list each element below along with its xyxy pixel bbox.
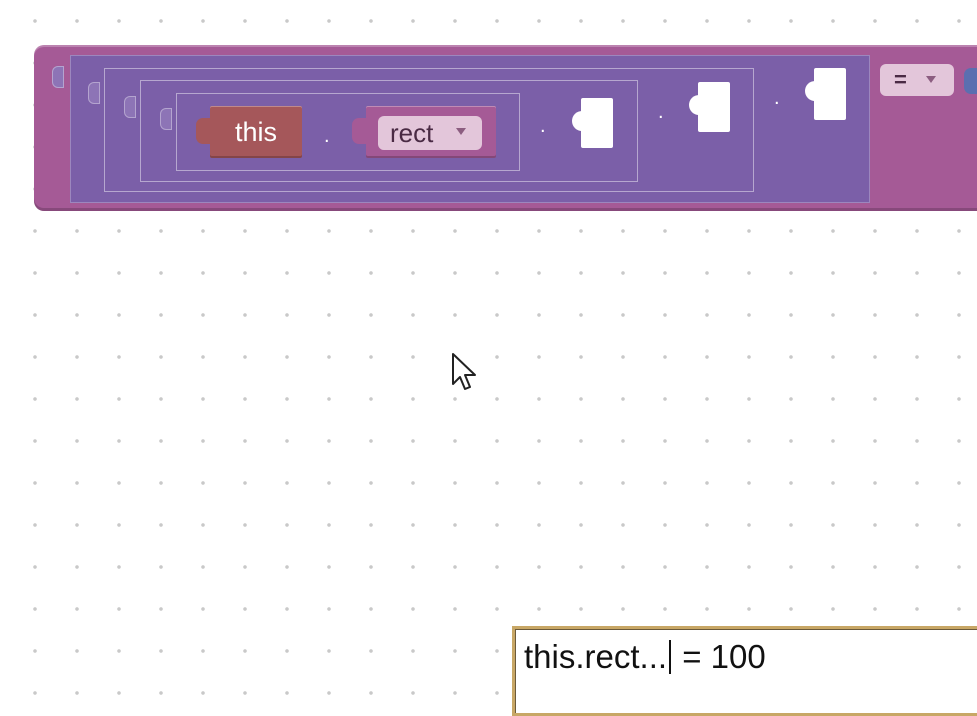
property-block-plug — [352, 118, 366, 144]
chevron-down-icon — [456, 128, 466, 135]
empty-socket[interactable] — [572, 98, 613, 148]
member-separator: . — [658, 101, 664, 123]
empty-socket[interactable] — [689, 82, 730, 132]
code-preview-field[interactable]: this.rect... = 100 — [512, 626, 977, 716]
member-block-plug — [160, 108, 172, 130]
value-block-plug[interactable] — [964, 68, 977, 94]
this-block[interactable]: this — [210, 106, 302, 158]
member-separator: . — [774, 87, 780, 109]
member-block-plug — [52, 66, 64, 88]
chevron-down-icon — [926, 76, 936, 83]
code-preview-text-after: = 100 — [673, 638, 766, 675]
member-separator: . — [540, 115, 546, 137]
property-dropdown[interactable]: rect — [378, 116, 482, 150]
member-separator: . — [324, 125, 330, 147]
text-cursor — [669, 640, 672, 674]
this-block-plug — [196, 118, 210, 144]
member-block-plug — [88, 82, 100, 104]
operator-dropdown[interactable]: = — [880, 64, 954, 96]
operator-dropdown-label: = — [894, 67, 907, 92]
code-preview-text-before: this.rect... — [524, 638, 668, 675]
member-block-plug — [124, 96, 136, 118]
this-block-label: this — [234, 116, 278, 147]
mouse-pointer-icon — [452, 353, 476, 390]
empty-socket[interactable] — [805, 68, 846, 120]
property-dropdown-label: rect — [390, 117, 434, 148]
